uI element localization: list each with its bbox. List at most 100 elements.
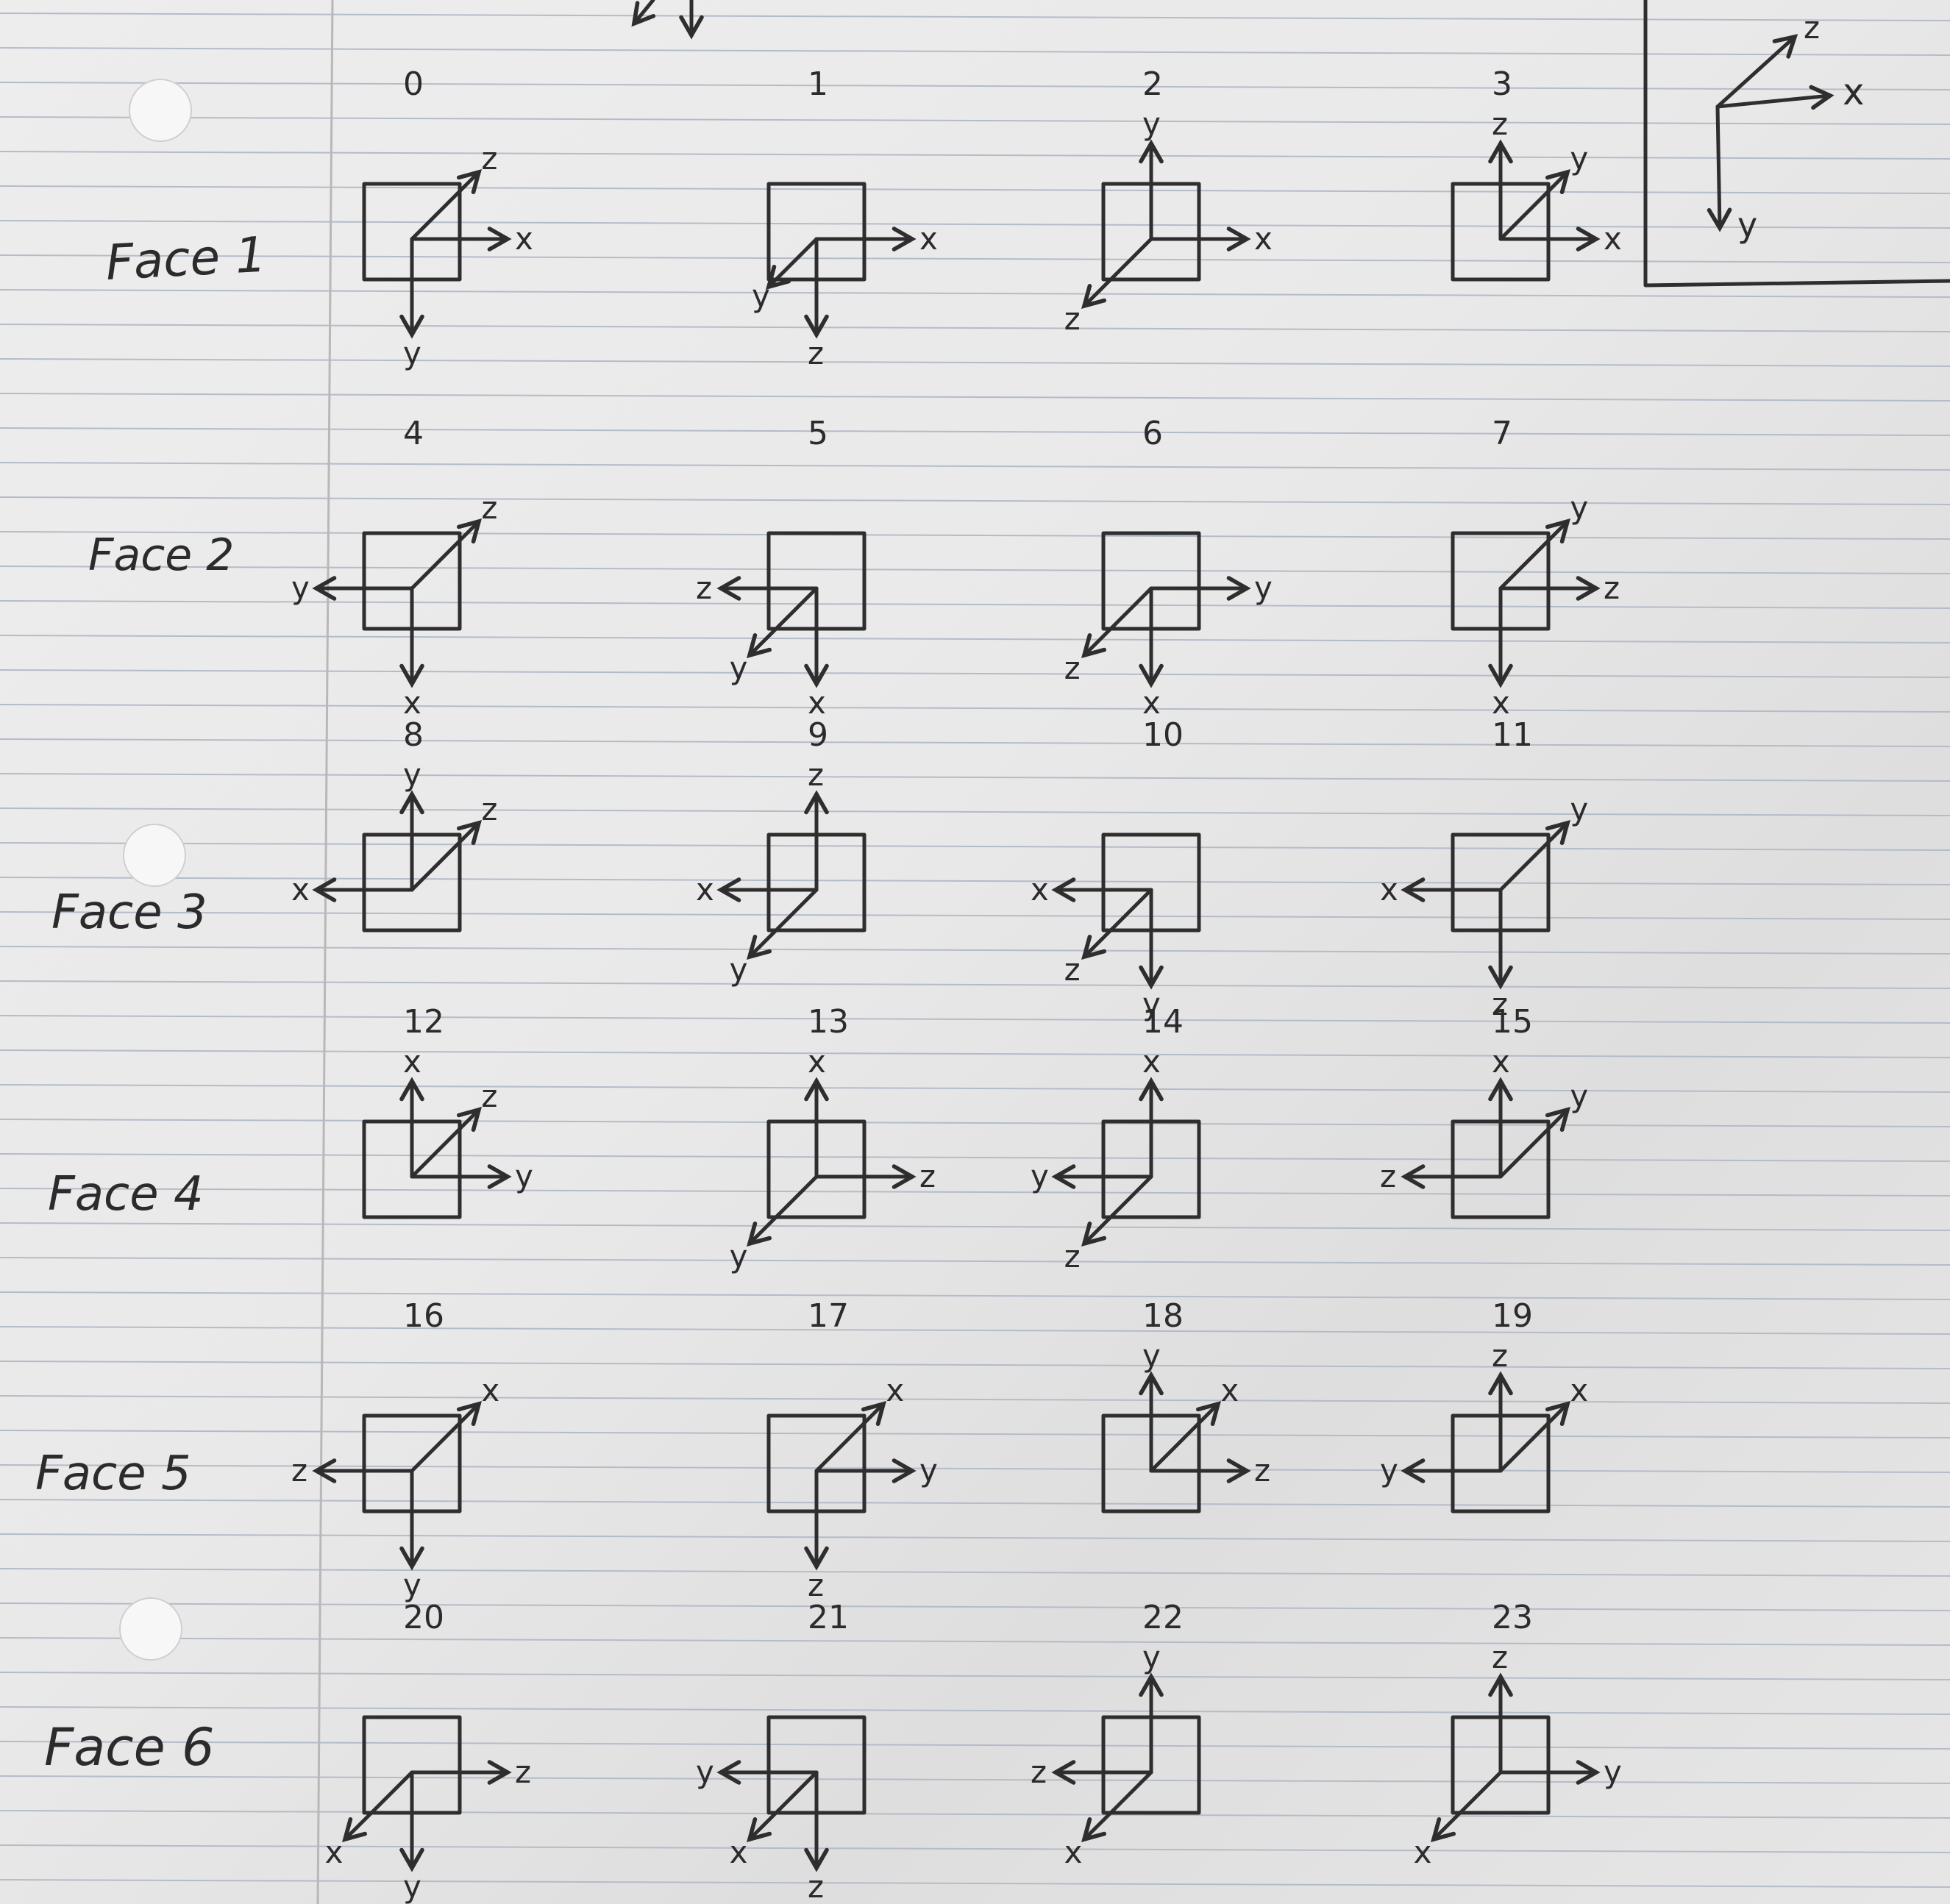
axis-label: y xyxy=(1254,570,1273,606)
orientation-number: 15 xyxy=(1492,1003,1533,1041)
ruled-lines xyxy=(0,13,1950,1888)
rule-line xyxy=(0,1291,1950,1300)
axis-label: y xyxy=(730,650,748,686)
axis-label: x xyxy=(730,1834,748,1870)
axis-arrow xyxy=(410,169,482,241)
rule-line xyxy=(0,1430,1950,1438)
face-label: Face 6 xyxy=(44,1717,215,1778)
rule-line xyxy=(0,220,1950,229)
rule-line xyxy=(0,807,1950,816)
rule-line xyxy=(0,1499,1950,1508)
rule-line xyxy=(0,289,1950,298)
axis-label: z xyxy=(919,1158,936,1194)
axis-label: y xyxy=(403,1567,421,1603)
axis-label: x xyxy=(403,1044,421,1080)
face-label: Face 2 xyxy=(88,530,234,581)
axis-label: y xyxy=(1570,490,1588,526)
axis-label: y xyxy=(752,278,770,314)
axis-label: x xyxy=(1220,1372,1239,1408)
axis-label: z xyxy=(1064,650,1081,686)
axis-label: z xyxy=(808,1567,824,1603)
orientation-grid: 0xyz1xyz2xyz3xyz4xyz5xyz6xyz7xyz8xyz9xyz… xyxy=(291,65,1622,1904)
axis-arrow xyxy=(747,586,819,658)
axis-label: y xyxy=(1570,1078,1588,1114)
orientation-number: 8 xyxy=(403,716,424,754)
axis-arrow xyxy=(1498,518,1570,591)
orientation-number: 14 xyxy=(1142,1003,1184,1041)
axis-label: y xyxy=(1142,1639,1161,1675)
axis-label: z xyxy=(808,1869,824,1904)
axis-label: x xyxy=(808,1044,826,1080)
axis-arrow xyxy=(1149,1401,1221,1473)
orientation-number: 17 xyxy=(808,1297,849,1335)
orientation-number: 1 xyxy=(808,65,828,103)
rule-line xyxy=(0,1602,1950,1611)
orientation-number: 3 xyxy=(1492,65,1512,103)
orientation-number: 11 xyxy=(1492,716,1533,754)
reference-axes-icon: z x y xyxy=(1643,0,1950,288)
rule-line xyxy=(0,1706,1950,1715)
rule-line xyxy=(0,1188,1950,1197)
axis-label: y xyxy=(1570,140,1588,177)
axis-label: y xyxy=(696,1754,714,1790)
axis-arrow xyxy=(1081,586,1153,658)
rule-line xyxy=(0,773,1950,782)
rule-line xyxy=(0,1361,1950,1369)
axis-label: x xyxy=(1031,871,1049,908)
axis-arrow xyxy=(766,237,819,290)
axis-label: z xyxy=(1804,10,1820,46)
face-label: Face 3 xyxy=(51,885,207,940)
axis-label: z xyxy=(1254,1452,1270,1488)
punch-hole-icon xyxy=(123,824,186,887)
axis-arrow xyxy=(410,820,482,892)
axis-label: x xyxy=(291,871,310,908)
rule-line xyxy=(0,1879,1950,1888)
rule-line xyxy=(0,635,1950,643)
punch-hole-icon xyxy=(129,79,192,142)
axis-label: y xyxy=(1570,791,1588,827)
axis-arrow xyxy=(342,1770,414,1842)
rule-line xyxy=(0,1222,1950,1231)
axis-label: z xyxy=(291,1452,307,1488)
axis-arrow xyxy=(1081,1770,1153,1842)
rule-line xyxy=(0,1326,1950,1335)
rule-line xyxy=(0,13,1950,21)
axis-label: x xyxy=(1414,1834,1432,1870)
axis-arrow xyxy=(747,1770,819,1842)
orientation-number: 19 xyxy=(1492,1297,1533,1335)
axis-label: y xyxy=(515,1158,533,1194)
axis-arrow xyxy=(410,1107,482,1179)
axis-label: x xyxy=(403,685,421,721)
axis-arrow xyxy=(1498,1107,1570,1179)
margin-line xyxy=(316,0,334,1904)
orientation-number: 13 xyxy=(808,1003,849,1041)
rule-line xyxy=(0,393,1950,402)
rule-line xyxy=(0,1119,1950,1127)
axis-arrow xyxy=(1081,1174,1153,1247)
orientation-number: 21 xyxy=(808,1599,849,1636)
axis-label: x xyxy=(325,1834,344,1870)
axis-label: y xyxy=(919,1452,938,1488)
rule-line xyxy=(0,82,1950,90)
axis-label: z xyxy=(1064,1238,1081,1274)
axis-label: y xyxy=(730,1238,748,1274)
rule-line xyxy=(0,1568,1950,1577)
axis-label: y xyxy=(730,952,748,988)
rule-line xyxy=(0,151,1950,160)
axis-label: y xyxy=(403,757,421,793)
axis-arrow xyxy=(1081,888,1153,960)
axis-label: z xyxy=(1492,1338,1508,1374)
axis-label: z xyxy=(1064,952,1081,988)
axis-label: z xyxy=(481,1078,497,1114)
rule-line xyxy=(0,116,1950,125)
axis-label: z xyxy=(1064,301,1081,337)
orientation-number: 20 xyxy=(403,1599,444,1636)
